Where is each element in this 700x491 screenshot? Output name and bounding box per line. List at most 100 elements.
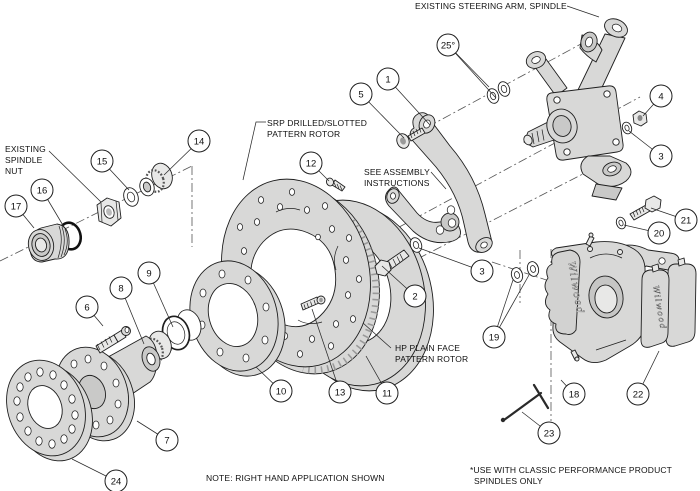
caliper: Wilwood: [544, 232, 647, 363]
callout-number-23: 23: [544, 428, 555, 439]
callout-21: 21: [650, 207, 698, 232]
callout-number-14: 14: [194, 136, 205, 147]
callout-balloon-8: [109, 276, 133, 300]
callout-balloon-12: [299, 151, 323, 175]
callout-12: 12: [299, 151, 330, 182]
label-leader-srp-rotor: [242, 121, 266, 181]
callout-number-18: 18: [569, 389, 580, 400]
callout-leader-19: [493, 274, 530, 338]
callout-number-17: 17: [11, 201, 22, 212]
steering-spindle: [523, 18, 632, 201]
bracket-bolt: [374, 237, 423, 277]
label-leader-existing-spindle-nut: [48, 150, 102, 203]
callout-14: 14: [163, 129, 211, 176]
callout-9: 9: [137, 261, 174, 328]
callout-balloon-1: [376, 67, 400, 91]
callout-number-5: 5: [358, 89, 363, 100]
callout-number-3b: 3: [479, 266, 484, 277]
alignment-washers: [486, 81, 511, 104]
callout-number-25: 25°: [441, 40, 456, 51]
callout-number-8: 8: [118, 283, 123, 294]
callout-15: 15: [90, 149, 130, 191]
callout-10: 10: [255, 366, 293, 403]
callout-23: 23: [521, 411, 561, 445]
rotor-stud: [300, 295, 326, 311]
callout-number-2: 2: [412, 291, 417, 302]
callout-2: 2: [381, 265, 427, 308]
callout-balloon-24: [104, 469, 128, 491]
callout-balloon-20: [647, 221, 671, 245]
callout-11: 11: [365, 355, 399, 405]
callout-balloon-16: [30, 178, 54, 202]
spindle-nut-small: [621, 110, 648, 135]
callout-4: 4: [642, 84, 673, 117]
callout-22: 22: [626, 350, 660, 406]
callout-3b: 3: [418, 247, 494, 283]
parts: Wilwood Wilwood: [6, 18, 697, 462]
callout-number-21: 21: [681, 215, 692, 226]
callout-7: 7: [136, 420, 179, 452]
shim-washers: [510, 261, 540, 283]
callout-3a: 3: [628, 130, 673, 168]
callout-balloon-10: [269, 379, 293, 403]
callout-20: 20: [623, 221, 671, 245]
callout-balloon-19: [482, 325, 506, 349]
callout-number-22: 22: [633, 389, 644, 400]
label-leader-hp-rotor: [362, 322, 392, 349]
allen-wrench: [500, 383, 550, 423]
callout-number-6: 6: [84, 302, 89, 313]
rotor-adapter: [189, 260, 286, 377]
callout-balloon-7: [155, 428, 179, 452]
callout-19: 19: [482, 274, 530, 349]
callout-number-13: 13: [335, 387, 346, 398]
caliper-mounting-bracket: [385, 112, 493, 253]
callout-leader-13: [311, 308, 341, 393]
callout-number-3a: 3: [658, 151, 663, 162]
callout-number-1: 1: [385, 74, 390, 85]
callout-8: 8: [109, 276, 145, 345]
callout-balloon-15: [90, 149, 114, 173]
callout-balloon-18: [562, 382, 586, 406]
spindle-washer: [123, 187, 139, 207]
wheel-stud: [95, 326, 131, 354]
callout-17: 17: [4, 194, 35, 229]
callout-balloon-5: [349, 82, 373, 106]
callout-number-7: 7: [164, 435, 169, 446]
callout-16: 16: [30, 178, 65, 228]
label-leader-see-assembly: [430, 171, 447, 190]
callout-number-20: 20: [654, 228, 665, 239]
callout-balloon-23: [537, 421, 561, 445]
centerline-4: [387, 157, 615, 275]
callout-number-9: 9: [146, 268, 151, 279]
label-leader-existing-steering-arm: [566, 5, 600, 18]
drum-flange: [6, 359, 93, 462]
callout-balloon-4: [649, 84, 673, 108]
callout-number-15: 15: [97, 156, 108, 167]
brake-pads: Wilwood: [640, 257, 697, 348]
callout-balloon-22: [626, 382, 650, 406]
callout-balloon-6: [75, 295, 99, 319]
callout-1: 1: [376, 67, 431, 126]
callout-balloon-2: [403, 284, 427, 308]
callout-balloon-9: [137, 261, 161, 285]
outer-bearing: [139, 162, 173, 197]
callout-number-16: 16: [37, 185, 48, 196]
label-note: NOTE: RIGHT HAND APPLICATION SHOWN: [206, 473, 385, 483]
callout-balloon-13: [328, 380, 352, 404]
grease-cap: [27, 223, 70, 263]
callout-number-4: 4: [658, 91, 663, 102]
callout-25: 25°: [436, 33, 497, 99]
callout-number-19: 19: [489, 332, 500, 343]
callout-number-24: 24: [111, 476, 122, 487]
callout-18: 18: [560, 379, 586, 406]
callout-6: 6: [75, 295, 104, 327]
rotor-bolt: [325, 177, 346, 192]
